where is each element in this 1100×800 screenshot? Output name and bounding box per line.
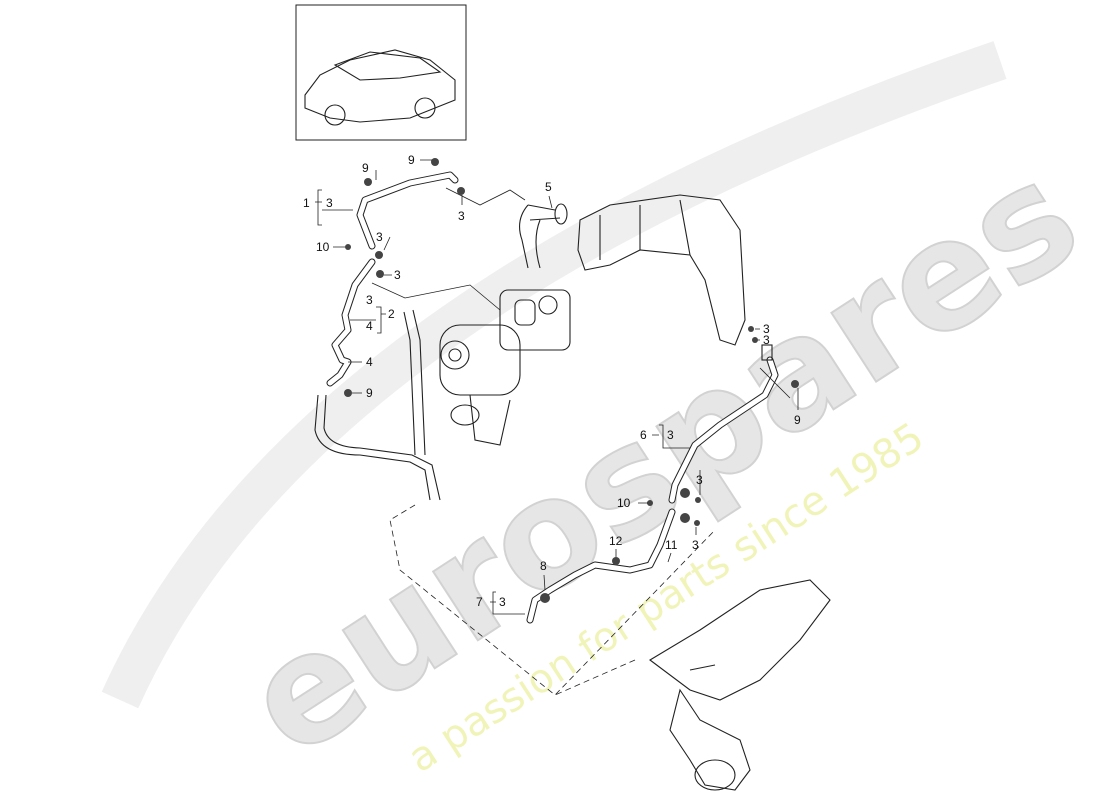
coolant-pipe-7 xyxy=(526,508,676,624)
hose-lower-left xyxy=(314,309,441,501)
watermark-swoosh xyxy=(101,41,1007,709)
coolant-pipe-2 xyxy=(326,258,376,387)
callout-3: 3 xyxy=(696,473,703,487)
callout-10: 10 xyxy=(316,240,330,254)
exhaust-manifold-turbo xyxy=(649,579,831,791)
callout-10: 10 xyxy=(617,496,631,510)
callout-3: 3 xyxy=(763,333,770,347)
callout-7: 7 xyxy=(476,595,483,609)
union-fitting-icon xyxy=(761,344,773,361)
callout-3: 3 xyxy=(366,293,373,307)
callout-3: 3 xyxy=(326,196,333,210)
callout-3: 3 xyxy=(667,428,674,442)
callout-3: 3 xyxy=(394,268,401,282)
intake-manifold xyxy=(577,194,746,346)
callout-1: 1 xyxy=(303,196,310,210)
callout-3: 3 xyxy=(499,595,506,609)
callout-11: 11 xyxy=(665,538,678,552)
assembly-outline xyxy=(389,504,716,696)
callout-9: 9 xyxy=(408,153,415,167)
callout-6: 6 xyxy=(640,428,647,442)
coolant-pipe-1 xyxy=(356,171,459,250)
callout-labels: 9 9 1 3 3 5 3 10 3 3 4 2 4 9 3 3 9 6 3 3… xyxy=(303,153,801,609)
callout-3: 3 xyxy=(692,538,699,552)
bolt-9-icon xyxy=(364,178,372,186)
callout-9: 9 xyxy=(362,161,369,175)
callout-3: 3 xyxy=(458,209,465,223)
callout-4: 4 xyxy=(366,319,373,333)
callout-4: 4 xyxy=(366,355,373,369)
vehicle-thumbnail xyxy=(295,4,467,141)
callout-9: 9 xyxy=(366,386,373,400)
callout-3: 3 xyxy=(376,230,383,244)
callout-3: 3 xyxy=(763,322,770,336)
turbocharger xyxy=(439,289,571,446)
coolant-pipe-6 xyxy=(668,344,779,504)
fasteners xyxy=(344,158,799,603)
callout-5: 5 xyxy=(545,180,552,194)
hose-5 xyxy=(519,203,568,269)
callout-12: 12 xyxy=(609,534,623,548)
callout-9: 9 xyxy=(794,413,801,427)
callout-2: 2 xyxy=(388,307,395,321)
callout-8: 8 xyxy=(540,559,547,573)
watermark: eurospares a passion for parts since 198… xyxy=(216,127,1100,791)
watermark-brand: eurospares xyxy=(217,128,1100,790)
